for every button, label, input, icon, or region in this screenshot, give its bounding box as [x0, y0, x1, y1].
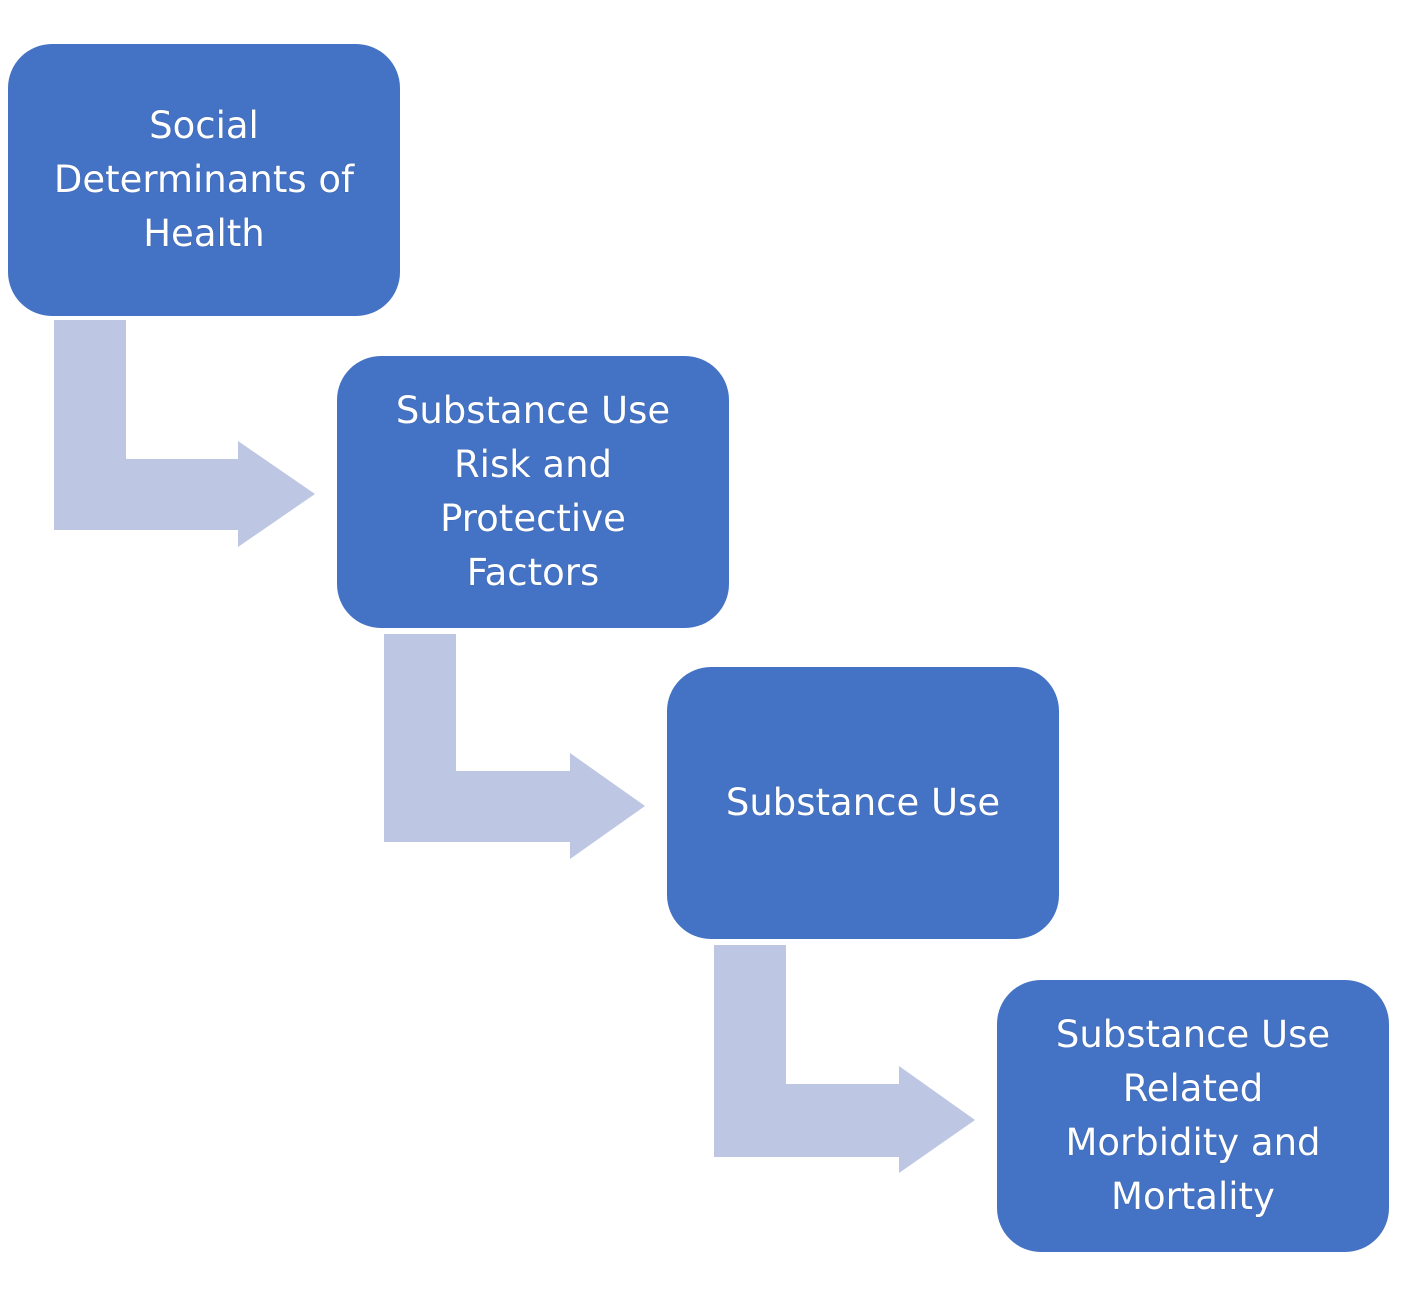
bent-arrow-icon [714, 945, 975, 1173]
step-label: Substance Use Risk and Protective Factor… [395, 389, 671, 594]
step-label: Substance Use Related Morbidity and Mort… [1055, 1013, 1331, 1218]
bent-arrow-icon [54, 320, 315, 547]
step-label: Substance Use [725, 781, 1001, 824]
step-label: Social Determinants of Health [53, 104, 355, 255]
step-box-morbidity-mortality: Substance Use Related Morbidity and Mort… [997, 980, 1389, 1252]
bent-arrow-icon [384, 634, 645, 859]
step-box-substance-use: Substance Use [667, 667, 1059, 939]
step-box-social-determinants: Social Determinants of Health [8, 44, 400, 316]
step-box-risk-protective-factors: Substance Use Risk and Protective Factor… [337, 356, 729, 628]
